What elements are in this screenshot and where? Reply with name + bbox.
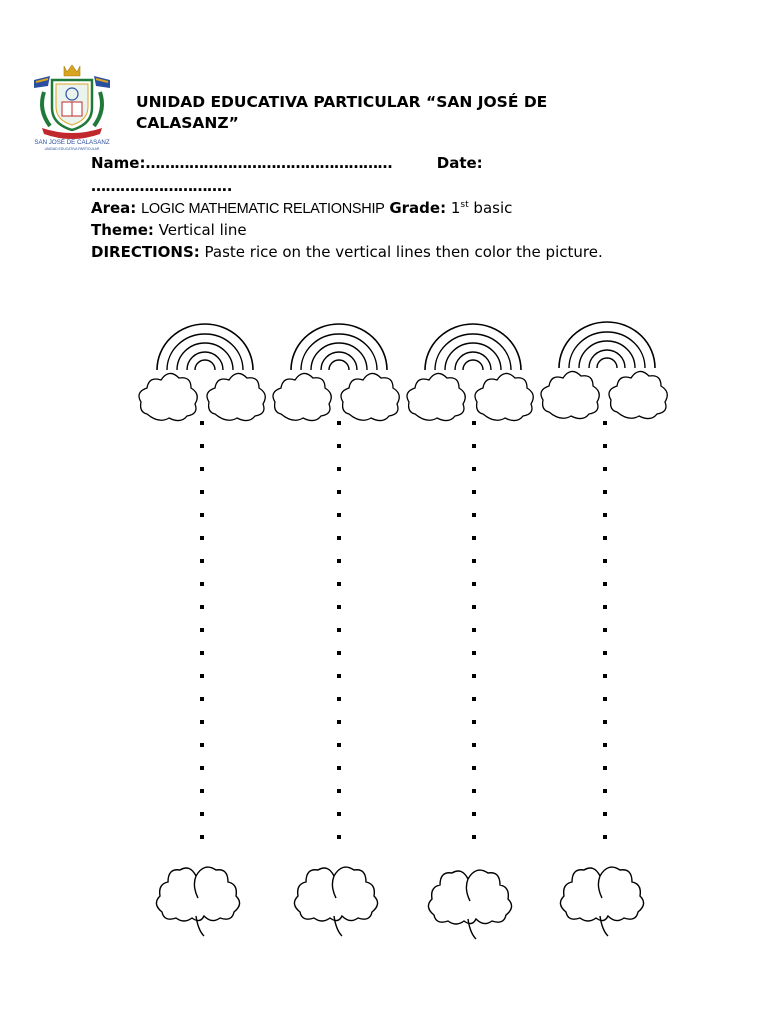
grade-suffix: st: [460, 200, 469, 210]
theme-value: Vertical line: [158, 221, 247, 239]
area-value: LOGIC MATHEMATIC RELATIONSHIP: [141, 201, 385, 217]
date-blank-line: ………………………..: [91, 175, 232, 197]
rainbow-1: [138, 323, 267, 422]
rainbow-3: [406, 323, 535, 422]
directions-line: DIRECTIONS: Paste rice on the vertical l…: [91, 241, 603, 263]
school-name: UNIDAD EDUCATIVA PARTICULAR “SAN JOSÉ DE…: [136, 93, 548, 132]
date-label: Date:: [436, 154, 483, 172]
name-label: Name:: [91, 154, 146, 172]
shamrock-4: [559, 866, 645, 937]
shamrock-2: [293, 866, 379, 937]
grade-number: 1: [450, 199, 461, 217]
area-line: Area: LOGIC MATHEMATIC RELATIONSHIP Grad…: [91, 197, 512, 220]
logo-text: SAN JOSÉ DE CALASANZ: [34, 139, 110, 146]
name-date-line: Name:…………………………………………… Date:: [91, 152, 483, 174]
rainbow-2: [272, 323, 401, 422]
date-blank: ………………………..: [91, 177, 232, 195]
area-label: Area:: [91, 199, 137, 217]
name-blank: ……………………………………………: [145, 154, 392, 172]
logo-subtext: UNIDAD EDUCATIVA PARTICULAR: [45, 147, 100, 151]
directions-label: DIRECTIONS:: [91, 243, 200, 261]
rainbow-4: [540, 321, 669, 420]
grade-text: basic: [473, 199, 513, 217]
school-logo: SAN JOSÉ DE CALASANZ UNIDAD EDUCATIVA PA…: [34, 64, 110, 151]
shamrock-1: [155, 866, 241, 937]
directions-text: Paste rice on the vertical lines then co…: [204, 243, 603, 261]
grade-label: Grade:: [389, 199, 447, 217]
theme-line: Theme: Vertical line: [91, 219, 247, 241]
theme-label: Theme:: [91, 221, 154, 239]
shamrock-3: [427, 869, 513, 940]
